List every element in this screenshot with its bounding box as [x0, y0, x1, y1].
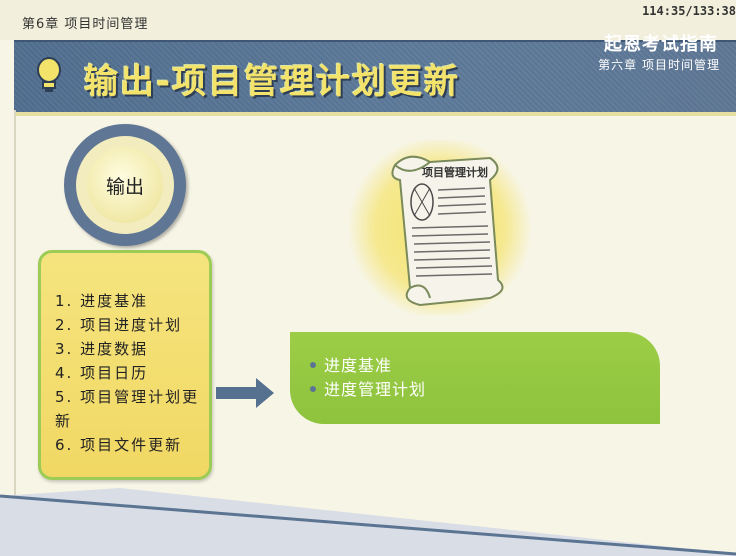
- result-item: 进度基准: [310, 354, 426, 378]
- output-item: 1. 进度基准: [55, 292, 149, 310]
- brand-logo: 起恩考试指南: [604, 34, 718, 55]
- output-item: 4. 项目日历: [55, 364, 149, 382]
- ring-center: 输出: [87, 147, 163, 223]
- bullet-icon: [310, 361, 316, 368]
- lightbulb-icon: [37, 57, 61, 92]
- scroll-icon: 项目管理计划: [348, 140, 532, 315]
- slide-title: 输出-项目管理计划更新: [84, 62, 461, 102]
- bullet-icon: [310, 385, 316, 392]
- outputs-list: 1. 进度基准 2. 项目进度计划 3. 进度数据 4. 项目日历 5. 项目管…: [55, 289, 205, 457]
- ring-label: 输出: [105, 175, 144, 198]
- result-item-label: 进度基准: [324, 356, 393, 375]
- playback-progress: 114:35/133:38: [642, 4, 736, 18]
- scroll-caption: 项目管理计划: [422, 165, 488, 179]
- result-item-label: 进度管理计划: [324, 380, 427, 399]
- output-item: 5. 项目管理计划更新: [55, 388, 200, 430]
- output-item: 2. 项目进度计划: [55, 316, 183, 334]
- chapter-label: 第6章 项目时间管理: [22, 17, 149, 32]
- output-item: 3. 进度数据: [55, 340, 149, 358]
- result-list: 进度基准 进度管理计划: [310, 354, 426, 402]
- right-arrow-icon: [216, 378, 274, 408]
- title-banner: 输出-项目管理计划更新 起恩考试指南 第六章 项目时间管理: [14, 34, 736, 116]
- left-divider: [14, 110, 16, 530]
- chapter-subtitle: 第六章 项目时间管理: [598, 58, 720, 72]
- output-ring: 输出: [64, 124, 186, 246]
- ring-inner: 输出: [76, 136, 174, 234]
- footer-decoration: [0, 488, 736, 556]
- outputs-box: 1. 进度基准 2. 项目进度计划 3. 进度数据 4. 项目日历 5. 项目管…: [38, 250, 212, 480]
- output-item: 6. 项目文件更新: [55, 436, 183, 454]
- banner-texture: [14, 42, 736, 112]
- result-item: 进度管理计划: [310, 378, 426, 402]
- result-box: 进度基准 进度管理计划: [290, 332, 660, 424]
- top-bar: 第6章 项目时间管理 114:35/133:38: [0, 0, 736, 40]
